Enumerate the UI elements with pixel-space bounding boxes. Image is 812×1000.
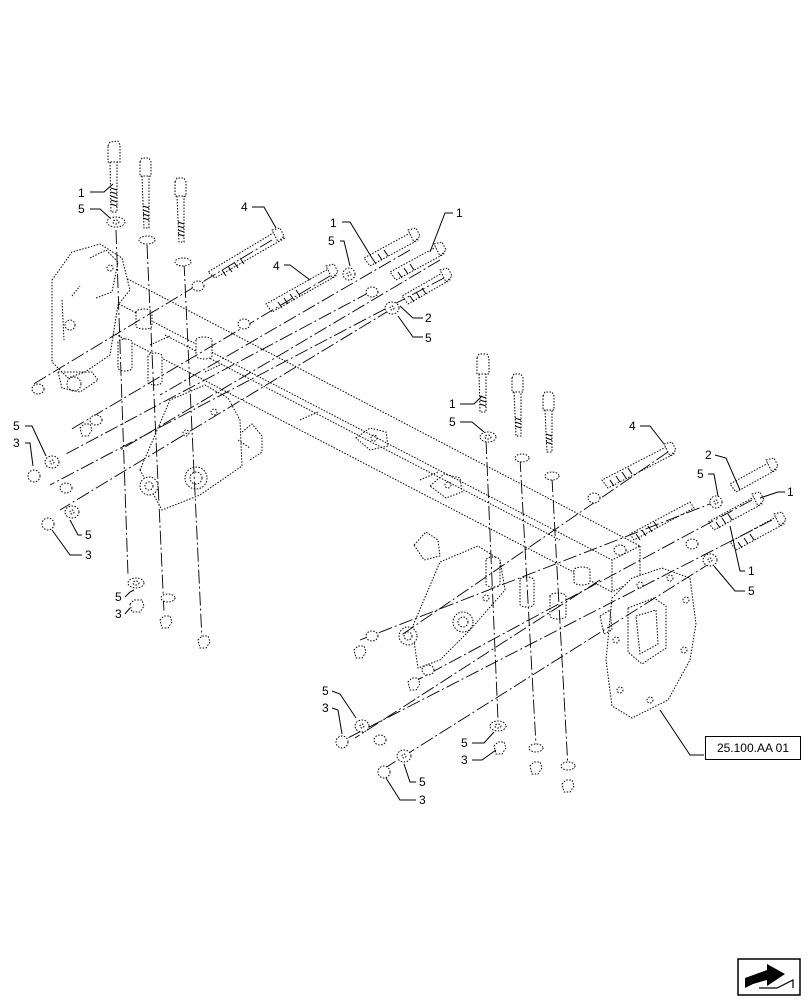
callout-number: 4 — [241, 200, 248, 214]
callout-number: 3 — [461, 753, 468, 767]
callout-number: 5 — [85, 528, 92, 542]
callout-number: 5 — [419, 775, 426, 789]
callout-number: 1 — [748, 564, 755, 578]
reference-label[interactable]: 25.100.AA 01 — [705, 736, 801, 760]
callout-number: 4 — [629, 419, 636, 433]
callout-number: 3 — [322, 701, 329, 715]
callout-number: 4 — [273, 259, 280, 273]
gearbox-end-plate — [605, 567, 697, 719]
callout-number: 5 — [697, 467, 704, 481]
callout-number: 1 — [78, 186, 85, 200]
callout-number: 5 — [322, 684, 329, 698]
callout-number: 1 — [456, 206, 463, 220]
horizontal-bolts-right — [601, 441, 787, 551]
callout-number: 1 — [330, 216, 337, 230]
callout-number: 5 — [115, 590, 122, 604]
page-arrow-icon[interactable] — [737, 958, 801, 996]
callout-number: 5 — [13, 419, 20, 433]
callout-number: 5 — [461, 736, 468, 750]
left-side-plate — [51, 243, 131, 393]
spacer-tubes — [117, 308, 591, 620]
callout-labels: 1 5 4 1 5 4 1 2 5 5 3 5 3 5 3 1 5 4 2 5 … — [13, 186, 794, 807]
washers — [31, 216, 723, 771]
callout-number: 5 — [425, 331, 432, 345]
vertical-bolts-right — [476, 353, 555, 453]
callout-number: 1 — [787, 485, 794, 499]
callout-number: 3 — [13, 436, 20, 450]
callout-number: 5 — [748, 584, 755, 598]
main-frame-beam — [91, 275, 642, 593]
center-bracket — [139, 384, 263, 511]
callout-number: 2 — [425, 311, 432, 325]
nuts — [27, 423, 575, 793]
horizontal-bolts-left — [207, 227, 453, 313]
callout-number: 3 — [115, 607, 122, 621]
leader-lines — [25, 183, 785, 801]
callout-number: 5 — [449, 415, 456, 429]
beam-tabs — [355, 427, 613, 635]
callout-number: 1 — [449, 397, 456, 411]
callout-number: 2 — [705, 448, 712, 462]
right-bracket — [398, 531, 506, 669]
callout-number: 5 — [78, 202, 85, 216]
callout-number: 5 — [328, 234, 335, 248]
vertical-bolts-left — [107, 140, 187, 243]
callout-number: 3 — [85, 548, 92, 562]
callout-number: 3 — [419, 793, 426, 807]
